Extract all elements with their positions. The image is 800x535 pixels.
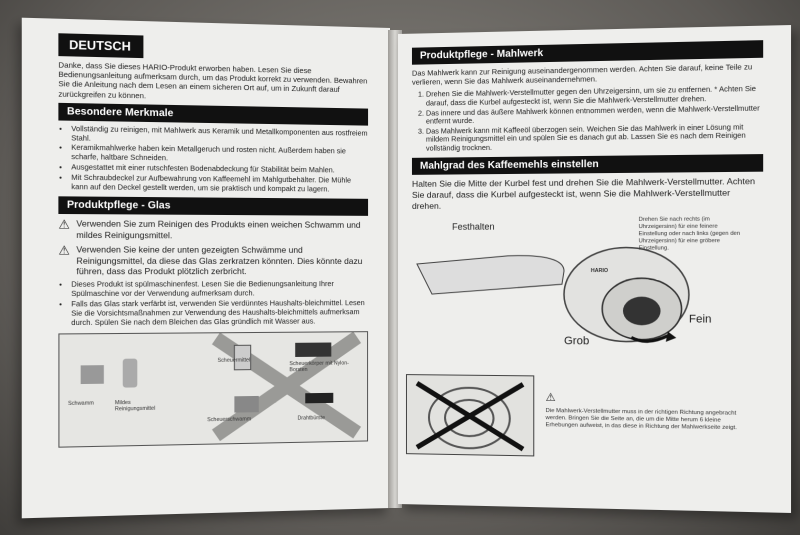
intro-text: Danke, dass Sie dieses HARIO-Produkt erw…	[58, 60, 368, 104]
warning-item: ⚠ Verwenden Sie zum Reinigen des Produkt…	[58, 219, 368, 242]
label-cleanser: Scheuermittel	[218, 358, 251, 364]
cleaning-illustration: Schwamm Mildes Reinigungsmittel Scheuerm…	[58, 332, 368, 449]
grind-setting-title: Mahlgrad des Kaffeemehls einstellen	[412, 154, 763, 175]
label-sponge: Schwamm	[68, 401, 94, 408]
features-title: Besondere Merkmale	[58, 103, 368, 126]
figure-note: Drehen Sie nach rechts (im Uhrzeigersinn…	[639, 216, 744, 252]
warning-icon: ⚠	[58, 244, 70, 276]
care-glass-title: Produktpflege - Glas	[58, 197, 368, 217]
care-grinder-title: Produktpflege - Mahlwerk	[412, 40, 763, 65]
wire-brush-icon	[305, 393, 333, 404]
grind-text: Halten Sie die Mitte der Kurbel fest und…	[412, 175, 763, 211]
grinder-intro: Das Mahlwerk kann zur Reinigung auseinan…	[412, 62, 763, 87]
crossed-nut-graphic	[407, 375, 533, 455]
warning-icon: ⚠	[546, 392, 556, 404]
warning-text: Verwenden Sie keine der unten gezeigten …	[76, 244, 368, 276]
hold-label: Festhalten	[452, 221, 494, 231]
warning-icon: ⚠	[58, 219, 70, 241]
care-notes: Dieses Produkt ist spülmaschinenfest. Le…	[58, 280, 368, 327]
feature-item: Mit Schraubdeckel zur Aufbewahrung von K…	[71, 173, 368, 194]
nylon-brush-icon	[295, 343, 331, 357]
detergent-bottle-icon	[123, 359, 138, 388]
label-metal: Scheuerschwamm	[207, 417, 251, 424]
nut-orientation-illustration	[406, 374, 534, 456]
grinder-figure: Festhalten Drehen Sie nach rechts (im Uh…	[412, 214, 763, 349]
care-note: Dieses Produkt ist spülmaschinenfest. Le…	[71, 280, 368, 299]
label-nylon: Scheuerkörper mit Nylon-Borsten	[289, 361, 350, 374]
left-page: DEUTSCH Danke, dass Sie dieses HARIO-Pro…	[22, 18, 390, 519]
label-wire: Drahtbürste	[298, 416, 325, 423]
adjustment-nut-icon	[623, 296, 661, 325]
language-header: DEUTSCH	[58, 33, 143, 58]
sponge-icon	[81, 366, 104, 385]
fine-label: Fein	[689, 313, 712, 325]
brand-mark: HARIO	[591, 268, 608, 274]
warning-item: ⚠ Verwenden Sie keine der unten gezeigte…	[58, 244, 368, 276]
features-list: Vollständig zu reinigen, mit Mahlwerk au…	[58, 124, 368, 194]
label-mild: Mildes Reinigungsmittel	[115, 400, 168, 413]
step-item: Das Mahlwerk kann mit Kaffeeöl überzogen…	[426, 123, 763, 153]
coarse-label: Grob	[564, 335, 589, 347]
disassembly-steps: Drehen Sie die Mahlwerk-Verstellmutter g…	[412, 85, 763, 153]
bottom-note: Die Mahlwerk-Verstellmutter muss in der …	[546, 408, 744, 432]
care-note: Falls das Glas stark verfärbt ist, verwe…	[71, 299, 368, 327]
bottom-warning: ⚠ Die Mahlwerk-Verstellmutter muss in de…	[546, 388, 744, 433]
crossed-out-items-graphic	[59, 333, 367, 447]
metal-sponge-icon	[234, 396, 258, 413]
right-page: Produktpflege - Mahlwerk Das Mahlwerk ka…	[398, 25, 791, 513]
warning-text: Verwenden Sie zum Reinigen des Produkts …	[76, 219, 368, 241]
